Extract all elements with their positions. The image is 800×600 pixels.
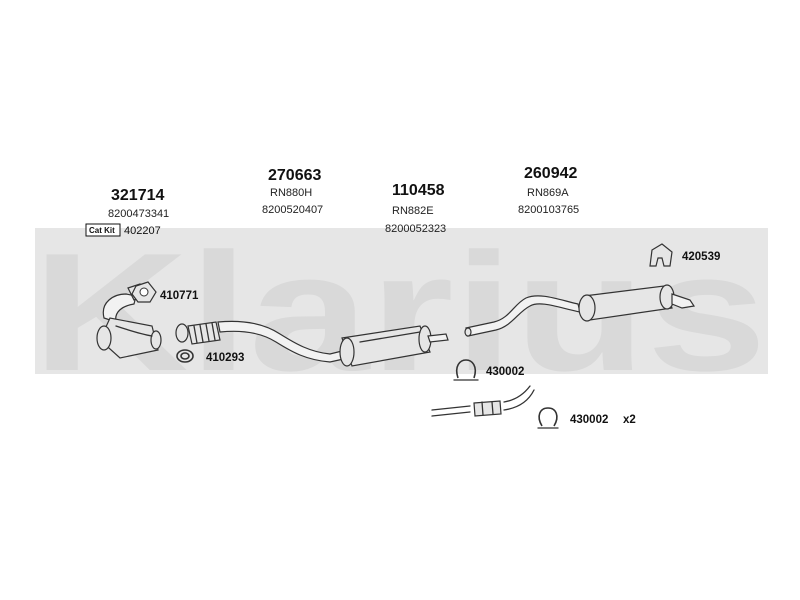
clamp-2-qty: x2	[623, 414, 636, 426]
pipe-section-sleeve-rings	[481, 401, 494, 416]
gasket-ring-icon	[176, 349, 194, 363]
rubber-mount-part	[649, 243, 673, 267]
rear-silencer-front-end	[578, 294, 596, 322]
rubber-mount-icon	[649, 243, 673, 267]
gasket-bottom-part	[176, 349, 194, 363]
centre-silencer-inlet-end	[339, 337, 355, 367]
catalyst-assembly	[96, 283, 162, 359]
front-pipe-oem-code: 8200520407	[262, 204, 323, 216]
catalyst-inlet-flange	[96, 325, 112, 351]
front-pipe-ref: RN880H	[270, 187, 312, 199]
centre-silencer-ref: RN882E	[392, 205, 434, 217]
clamp-2-part	[537, 407, 559, 429]
pipe-section-sleeve	[473, 400, 502, 417]
flex-joint	[187, 321, 221, 345]
catalyst-heat-shield	[115, 325, 153, 337]
rear-silencer-ref: RN869A	[527, 187, 569, 199]
cat-kit-number: 402207	[124, 225, 161, 237]
watermark-text: Klarius	[32, 218, 767, 406]
catalyst-part-number: 321714	[111, 187, 164, 204]
clamp-1-part	[453, 359, 479, 381]
centre-silencer-assembly	[339, 325, 449, 367]
rear-silencer-outlet	[671, 293, 696, 309]
centre-silencer-oem-code: 8200052323	[385, 223, 446, 235]
pipe-section-right	[503, 385, 535, 411]
clamp-1-number: 430002	[486, 366, 524, 378]
pipe-section-left	[431, 405, 471, 417]
gasket-bottom-number: 410293	[206, 352, 244, 364]
cat-kit-badge: Cat Kit	[85, 223, 121, 237]
rear-silencer-part-number: 260942	[524, 165, 577, 182]
gasket-hole	[139, 287, 149, 297]
clamp-2-number: 430002	[570, 414, 608, 426]
front-pipe-part-number: 270663	[268, 167, 321, 184]
front-pipe-assembly	[175, 320, 349, 363]
clamp-2-icon	[538, 407, 558, 427]
centre-silencer-tail	[427, 333, 449, 343]
catalyst-outlet-flange	[150, 330, 162, 350]
flex-joint-braid	[193, 322, 216, 344]
rear-silencer-oem-code: 8200103765	[518, 204, 579, 216]
clamp-icon	[455, 359, 477, 379]
gasket-top-number: 410771	[160, 290, 199, 302]
gasket-ring-inner	[180, 352, 190, 360]
rear-silencer-assembly	[578, 284, 696, 322]
rubber-mount-number: 420539	[682, 251, 720, 263]
gasket-top-part	[131, 281, 157, 303]
intermediate-pipe-end	[464, 327, 472, 337]
centre-silencer-part-number: 110458	[392, 182, 445, 199]
front-pipe-flange	[175, 323, 189, 343]
cat-kit-box	[85, 223, 121, 237]
catalyst-oem-code: 8200473341	[108, 208, 169, 220]
pipe-section	[431, 385, 535, 417]
cat-kit-label: Cat Kit	[89, 226, 115, 235]
centre-silencer-seam	[359, 331, 421, 343]
